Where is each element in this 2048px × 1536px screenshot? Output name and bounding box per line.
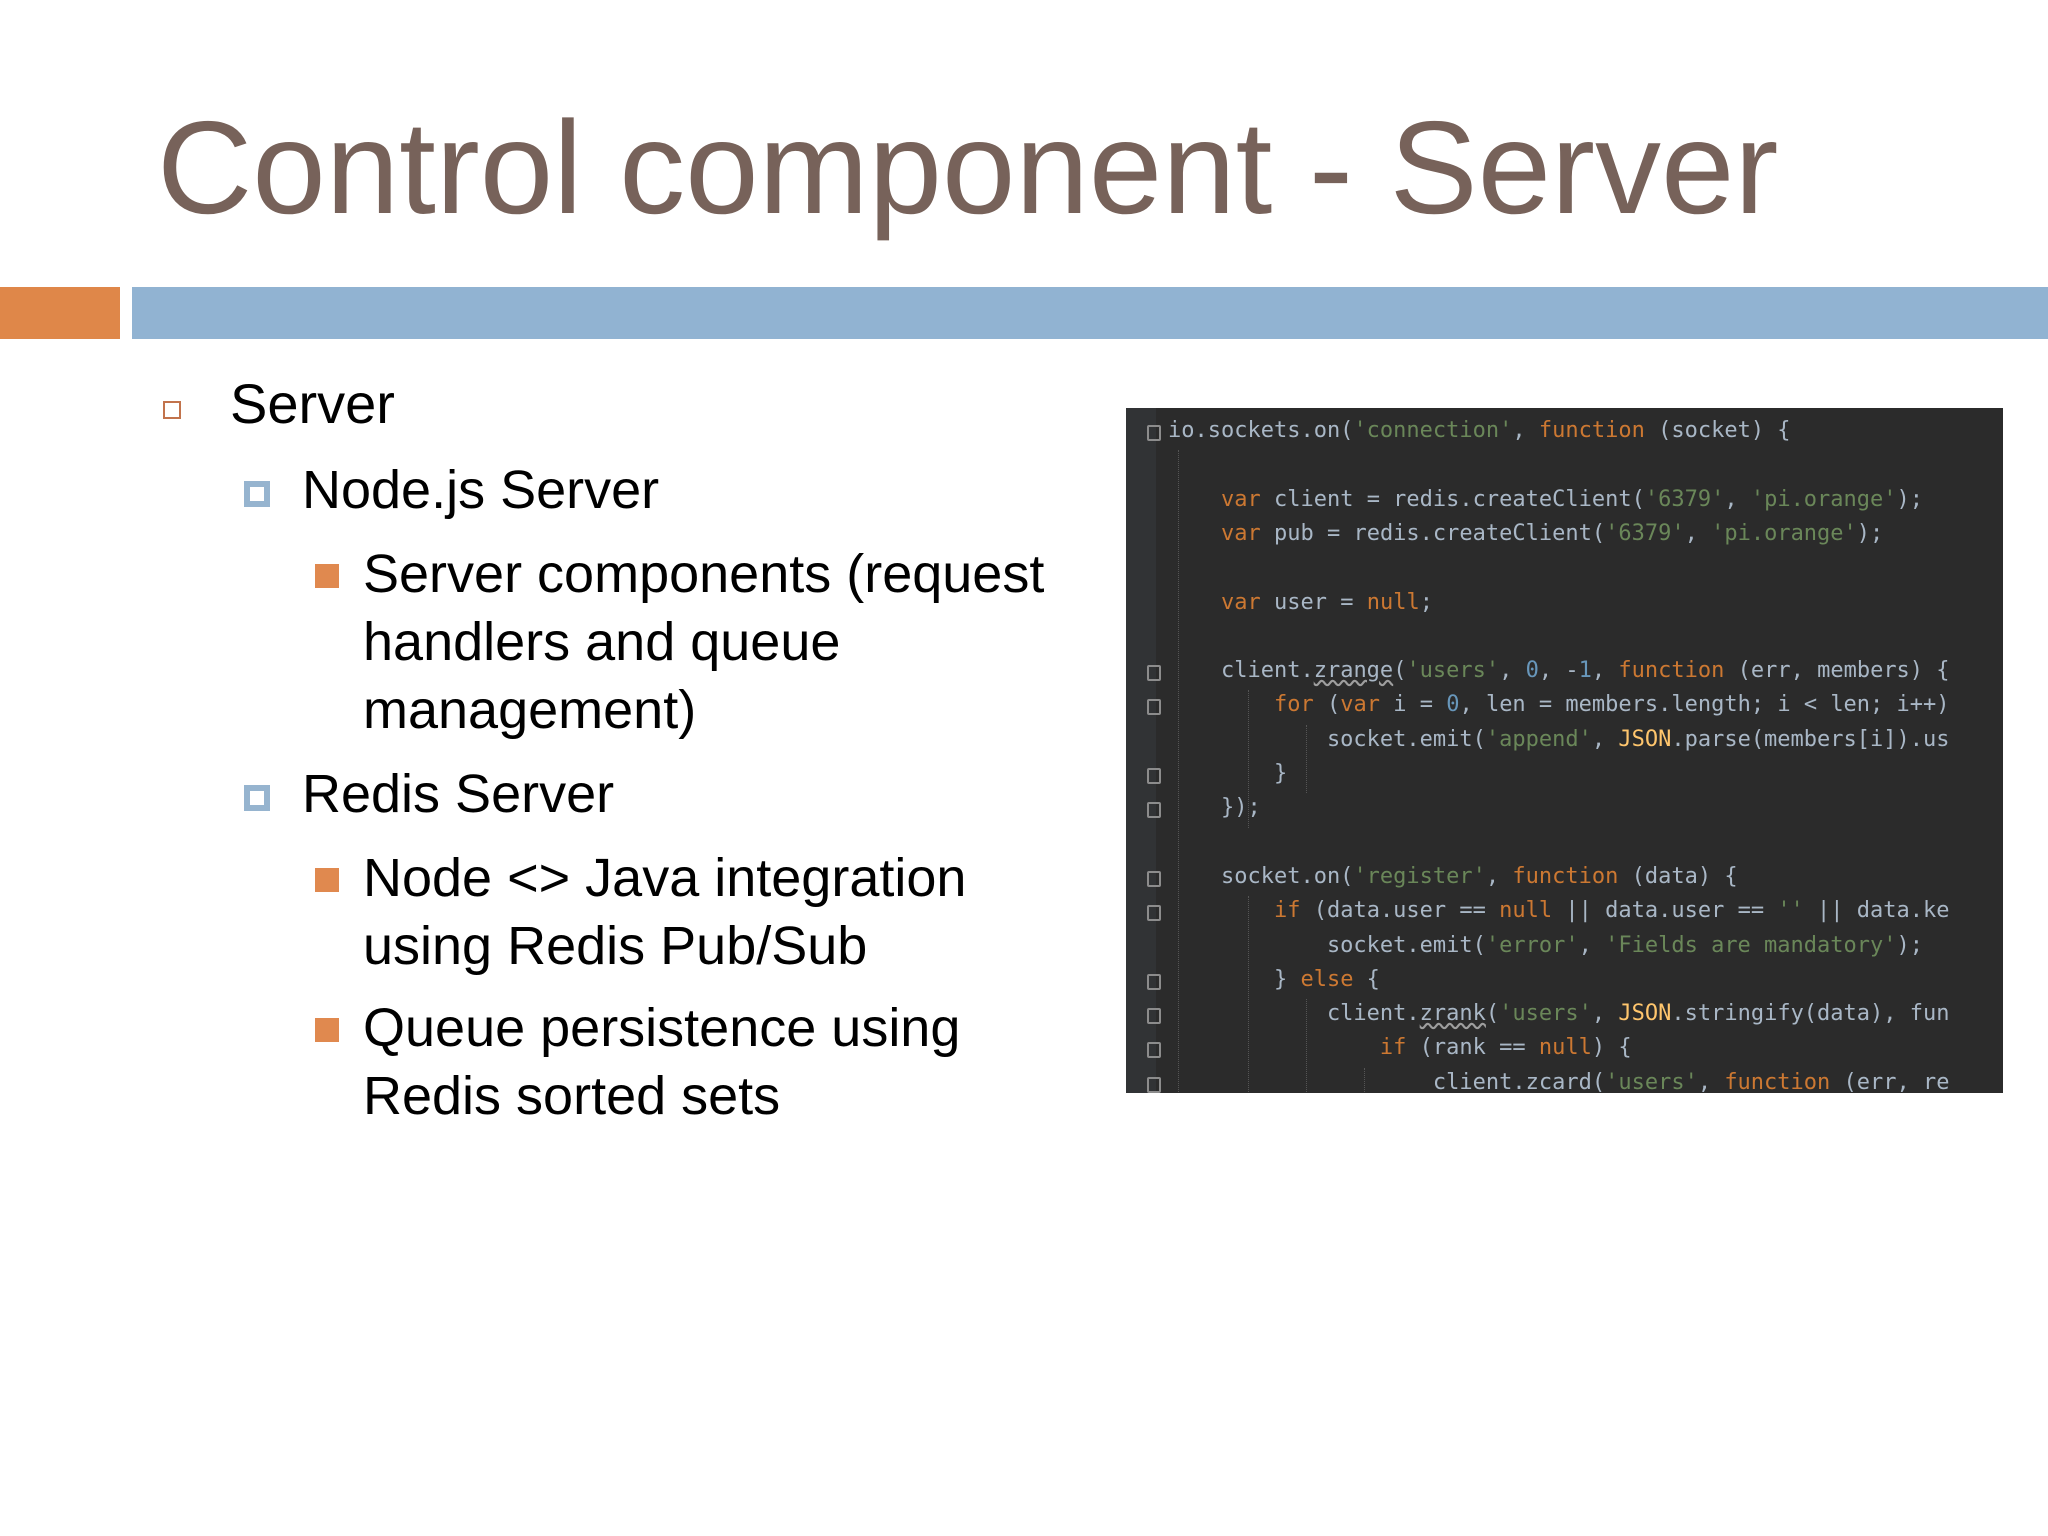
- code-line: client.zrank('users', JSON.stringify(dat…: [1168, 1001, 1950, 1027]
- code-gutter: [1126, 408, 1156, 1093]
- fold-marker-icon: [1147, 870, 1161, 887]
- code-screenshot: io.sockets.on('connection', function (so…: [1126, 408, 2003, 1093]
- blue-square-bullet-icon: [244, 785, 270, 811]
- code-line: client.zcard('users', function (err, re: [1168, 1069, 1950, 1093]
- code-line: } else {: [1168, 966, 1380, 992]
- code-line: var client = redis.createClient('6379', …: [1220, 486, 1924, 512]
- code-line: if (rank == null) {: [1379, 1035, 1632, 1061]
- fold-marker-icon: [1147, 1008, 1161, 1025]
- code-line: var user = null;: [1220, 589, 1433, 615]
- indent-guide: [1306, 724, 1307, 794]
- fold-marker-icon: [1147, 699, 1161, 716]
- indent-guide: [1178, 450, 1179, 1093]
- fold-marker-icon: [1147, 1076, 1161, 1093]
- accent-bar: [0, 287, 120, 339]
- slide-title: Control component - Server: [157, 94, 1779, 241]
- orange-square-bullet-icon: [315, 868, 339, 892]
- hollow-square-bullet-icon: [163, 401, 181, 419]
- orange-square-bullet-icon: [315, 564, 339, 588]
- code-line: if (data.user == null || data.user == ''…: [1273, 898, 1950, 924]
- code-line: for (var i = 0, len = members.length; i …: [1273, 692, 1950, 718]
- bullet-server-components-line3: management): [363, 680, 697, 740]
- fold-marker-icon: [1147, 802, 1161, 819]
- fold-marker-icon: [1147, 973, 1161, 990]
- code-line: client.zrange('users', 0, -1, function (…: [1168, 658, 1950, 684]
- code-line: io.sockets.on('connection', function (so…: [1168, 418, 1791, 443]
- bullet-nodejs-server: Node.js Server: [302, 460, 660, 520]
- code-line: }: [1168, 761, 1288, 786]
- code-line: });: [1168, 795, 1261, 821]
- bullet-node-java-line1: Node <> Java integration: [363, 848, 967, 908]
- indent-guide: [1364, 1067, 1365, 1093]
- blue-square-bullet-icon: [244, 481, 270, 507]
- fold-marker-icon: [1147, 905, 1161, 922]
- bullet-redis-server: Redis Server: [302, 764, 615, 824]
- fold-marker-icon: [1147, 665, 1161, 682]
- code-line: var pub = redis.createClient('6379', 'pi…: [1220, 520, 1884, 546]
- bullet-server-components-line1: Server components (request: [363, 544, 1045, 604]
- fold-marker-icon: [1147, 768, 1161, 784]
- code-line: socket.emit('append', JSON.parse(members…: [1168, 726, 1950, 752]
- bullet-server-components-line2: handlers and queue: [363, 612, 841, 672]
- code-line: socket.emit('error', 'Fields are mandato…: [1168, 932, 1924, 958]
- fold-marker-icon: [1147, 425, 1161, 441]
- bullet-queue-persistence-line2: Redis sorted sets: [363, 1066, 781, 1126]
- title-underline-bar: [132, 287, 2048, 339]
- bullet-node-java-line2: using Redis Pub/Sub: [363, 916, 868, 976]
- orange-square-bullet-icon: [315, 1018, 339, 1042]
- indent-guide: [1248, 690, 1249, 828]
- indent-guide: [1248, 896, 1249, 1093]
- code-line: socket.on('register', function (data) {: [1168, 863, 1738, 889]
- indent-guide: [1306, 999, 1307, 1093]
- bullet-queue-persistence-line1: Queue persistence using: [363, 998, 961, 1058]
- bullet-server: Server: [230, 372, 395, 435]
- fold-marker-icon: [1147, 1042, 1161, 1059]
